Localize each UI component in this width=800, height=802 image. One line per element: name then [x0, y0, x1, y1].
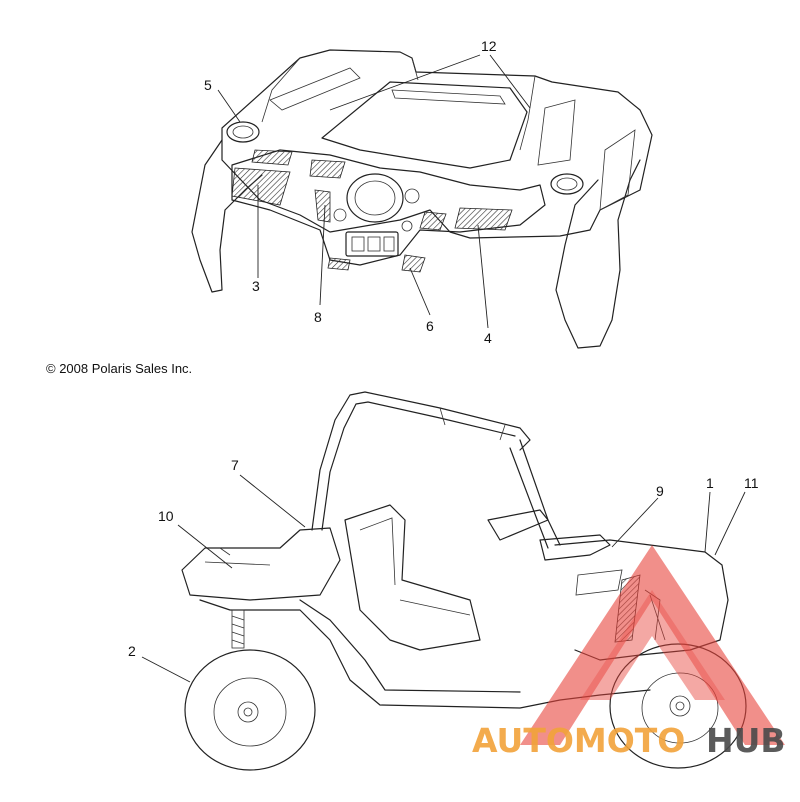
callout-12: 12	[481, 38, 497, 54]
dashboard-assembly	[191, 49, 653, 349]
callout-11: 11	[744, 475, 759, 491]
callout-4: 4	[484, 330, 492, 346]
callout-9: 9	[656, 483, 664, 499]
speaker-pod-icon	[226, 121, 584, 195]
callout-6: 6	[426, 318, 434, 334]
callout-7: 7	[231, 457, 239, 473]
shock-icon	[231, 609, 245, 649]
callout-5: 5	[204, 77, 212, 93]
callout-10: 10	[158, 508, 174, 524]
gauge-icon	[333, 173, 420, 232]
copyright-text: © 2008 Polaris Sales Inc.	[46, 361, 192, 376]
callout-3: 3	[252, 278, 260, 294]
watermark-text-automoto: AUTOMOTO	[472, 721, 685, 760]
bottom-leader-lines	[141, 474, 746, 683]
rear-wheel-icon	[184, 649, 316, 771]
watermark-text-hub: HUB	[706, 721, 786, 760]
callout-1: 1	[706, 475, 714, 491]
callout-8: 8	[314, 309, 322, 325]
top-leader-lines	[217, 54, 531, 329]
watermark-logo	[520, 545, 785, 745]
callout-2: 2	[128, 643, 136, 659]
